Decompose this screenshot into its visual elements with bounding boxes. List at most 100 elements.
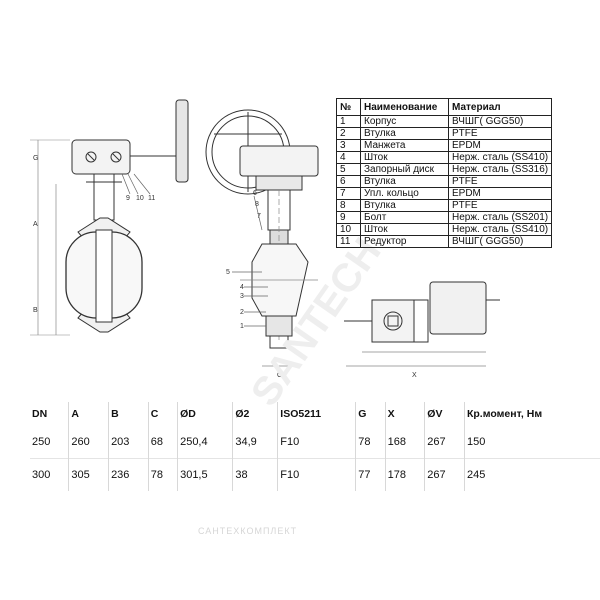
part-no: 9 [336,211,361,224]
cell: 300 [30,458,69,491]
part-material: Нерж. сталь (SS410) [447,223,553,236]
side-view [30,99,189,336]
part-material: EPDM [447,139,553,152]
parts-header-row: № Наименование Материал [336,98,553,116]
part-material: ВЧШГ( GGG50) [447,235,553,248]
callout-5: 5 [226,269,230,276]
cell: 68 [147,426,178,459]
cell: 236 [108,458,149,491]
callout-11: 11 [148,195,155,202]
part-material: Нерж. сталь (SS410) [447,151,553,164]
part-no: 3 [336,139,361,152]
callout-6: 6 [253,190,257,197]
part-no: 2 [336,127,361,140]
cell: 250,4 [177,426,233,459]
dim-letter-c: C [277,372,282,379]
part-name: Втулка [360,199,449,212]
table-row: 300 305 236 78 301,5 38 F10 77 178 267 2… [30,458,600,491]
dim-letter-b: B [33,307,38,314]
cell: 260 [68,426,109,459]
part-name: Упл. кольцо [360,187,449,200]
col-header-x: X [384,402,425,426]
callout-3: 3 [240,293,244,300]
dim-letter-a: A [33,221,38,228]
part-name: Втулка [360,127,449,140]
part-material: Нерж. сталь (SS201) [447,211,553,224]
cell: 150 [463,426,600,459]
part-name: Болт [360,211,449,224]
part-name: Запорный диск [360,163,449,176]
cell: 245 [463,458,600,491]
col-header-od: ØD [177,402,233,426]
callout-10: 10 [136,195,144,202]
col-header-dn: DN [32,408,48,420]
col-header-iso5211: ISO5211 [277,402,356,426]
part-material: Нерж. сталь (SS316) [447,163,553,176]
col-header-c: C [147,402,178,426]
part-name: Корпус [360,115,449,128]
cell: 38 [232,458,278,491]
cell: F10 [277,458,356,491]
callout-9: 9 [126,195,130,202]
part-name: Втулка [360,175,449,188]
part-no: 11 [336,235,361,248]
cell: 78 [355,426,386,459]
dim-letter-x: X [412,372,417,379]
col-header-no: № [336,98,361,116]
part-material: EPDM [447,187,553,200]
footer-watermark: САНТЕХКОМПЛЕКТ [198,526,298,536]
callout-7: 7 [257,213,261,220]
callout-8: 8 [255,201,259,208]
cell: 168 [384,426,425,459]
cell: 267 [424,458,465,491]
cell: 203 [108,426,149,459]
part-name: Редуктор [360,235,449,248]
col-header-material: Материал [447,98,553,116]
col-header-b: B [108,402,149,426]
cell: 250 [32,436,51,448]
col-header-name: Наименование [360,98,449,116]
col-header-g: G [355,402,386,426]
cell: F10 [277,426,356,459]
cell: 178 [384,458,425,491]
callout-1: 1 [240,323,244,330]
cell: 267 [424,426,465,459]
col-header-ov: ØV [424,402,465,426]
part-name: Манжета [360,139,449,152]
part-material: PTFE [447,199,553,212]
part-no: 5 [336,163,361,176]
cell: 34,9 [232,426,278,459]
callout-2: 2 [240,309,244,316]
part-material: PTFE [447,175,553,188]
top-view [344,281,500,367]
dims-header-row: DN A B C ØD Ø2 ISO5211 G X ØV Кр.момент,… [30,402,600,426]
table-row: 250 260 203 68 250,4 34,9 F10 78 168 267… [30,426,600,459]
part-no: 4 [336,151,361,164]
part-material: ВЧШГ( GGG50) [447,115,553,128]
cell: 301,5 [177,458,233,491]
part-no: 8 [336,199,361,212]
part-material: PTFE [447,127,553,140]
cell: 77 [355,458,386,491]
part-name: Шток [360,151,449,164]
section-view [205,109,319,367]
cell: 78 [147,458,178,491]
dimensions-table: DN A B C ØD Ø2 ISO5211 G X ØV Кр.момент,… [30,402,600,491]
part-name: Шток [360,223,449,236]
col-header-o2: Ø2 [232,402,278,426]
part-no: 10 [336,223,361,236]
callout-4: 4 [240,284,244,291]
